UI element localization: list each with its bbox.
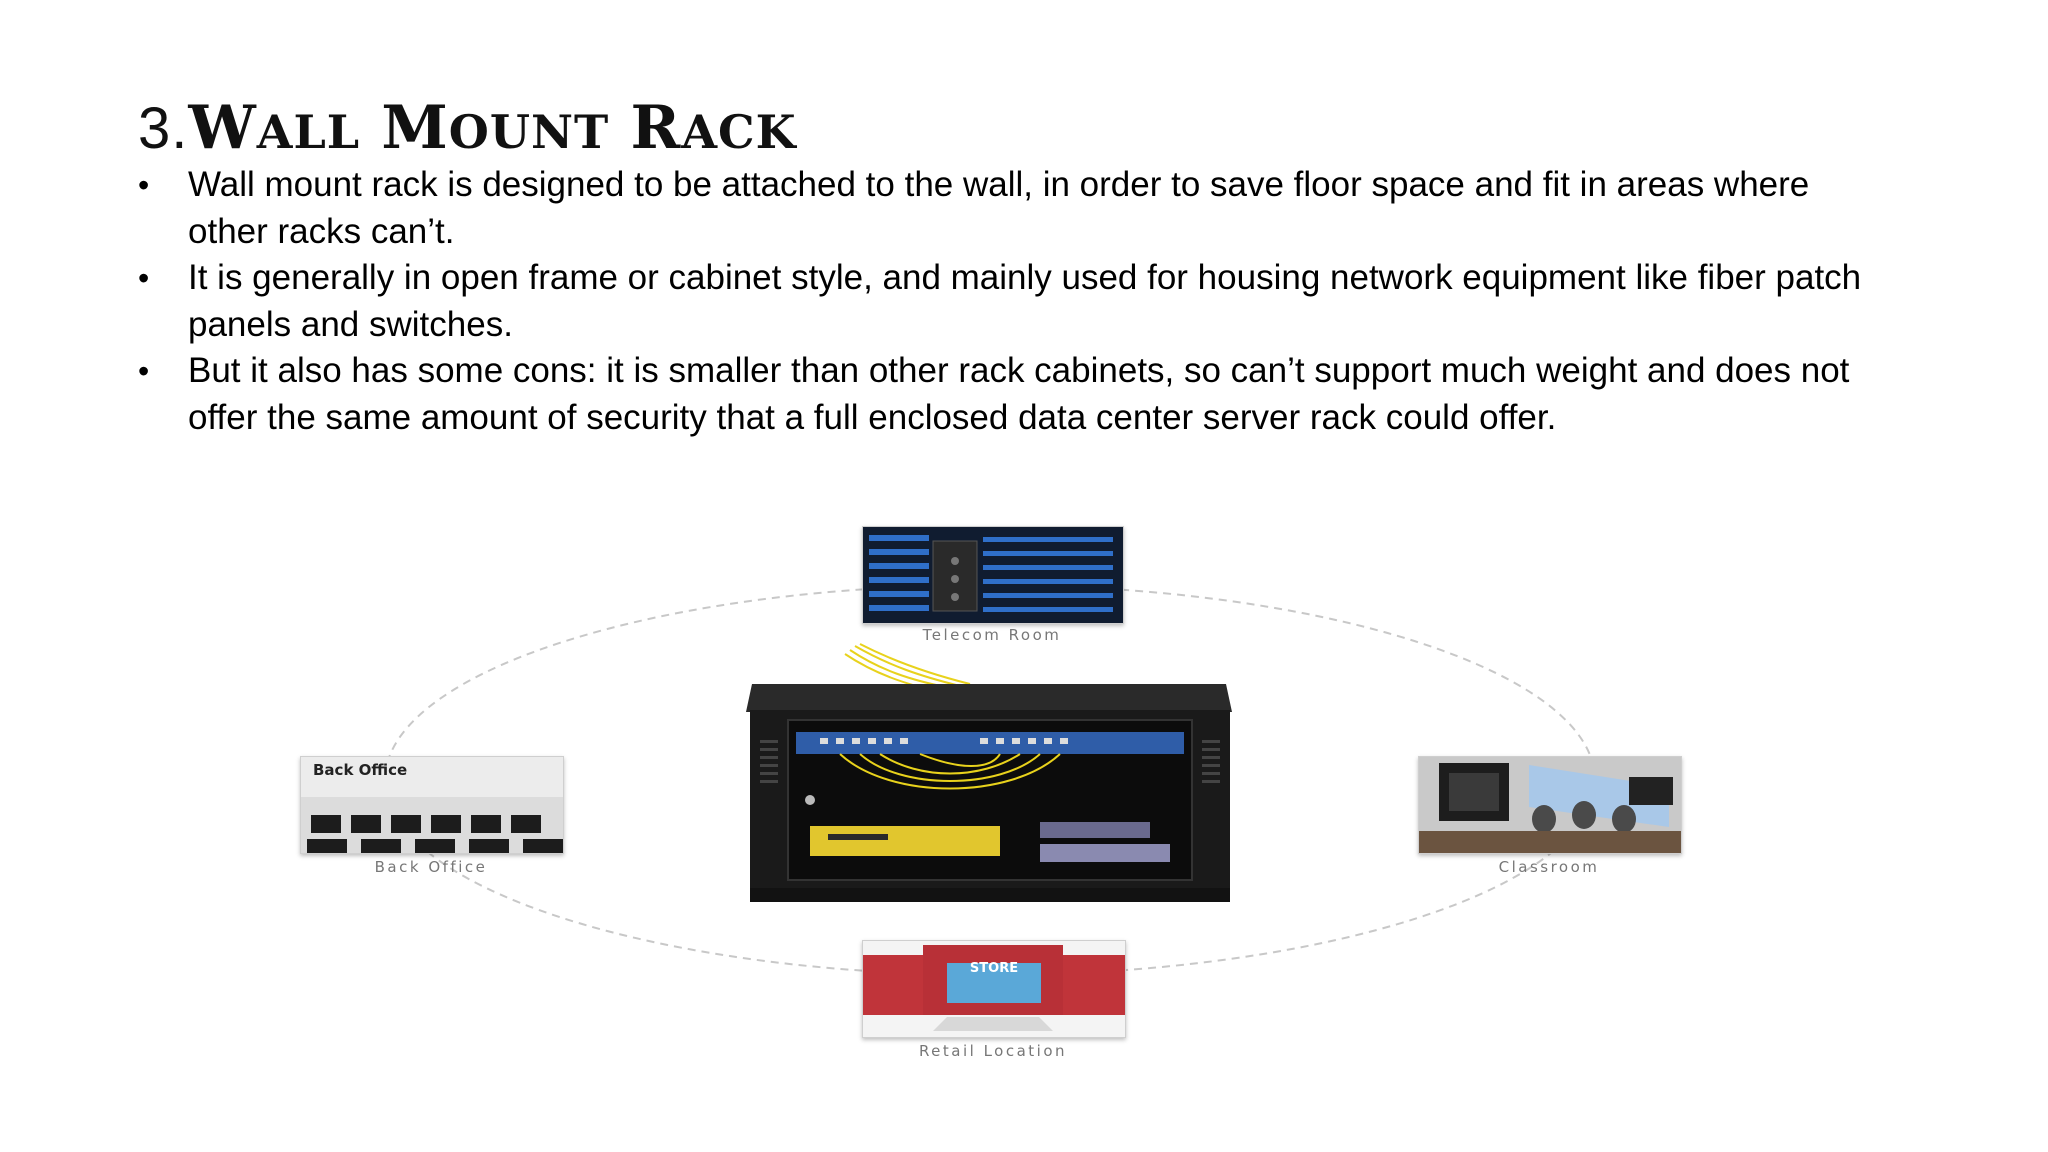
retail-location-photo: STORE bbox=[862, 940, 1126, 1038]
bullet-list: Wall mount rack is designed to be attach… bbox=[138, 162, 1898, 441]
wall-mount-rack-image bbox=[746, 643, 1232, 902]
title-word-rest: ALL bbox=[256, 105, 361, 159]
title-number: 3. bbox=[138, 96, 189, 161]
bullet-item: It is generally in open frame or cabinet… bbox=[138, 255, 1898, 348]
store-sign: STORE bbox=[969, 961, 1019, 976]
slide-title: 3.WALL MOUNT RACK bbox=[138, 92, 797, 168]
caption-back-office: Back Office bbox=[374, 858, 488, 876]
back-office-photo-label: Back Office bbox=[313, 761, 408, 779]
bullet-item: But it also has some cons: it is smaller… bbox=[138, 348, 1898, 441]
server-rack-image bbox=[863, 527, 1123, 623]
title-word-initial: W bbox=[188, 93, 257, 163]
title-word-initial: M bbox=[381, 93, 449, 163]
store-image bbox=[863, 941, 1125, 1037]
title-word-initial: R bbox=[630, 93, 682, 163]
office-image bbox=[301, 757, 563, 853]
title-word-rest: OUNT bbox=[448, 105, 610, 159]
caption-retail-location: Retail Location bbox=[918, 1042, 1068, 1060]
back-office-photo: Back Office bbox=[300, 756, 564, 854]
caption-telecom-room: Telecom Room bbox=[922, 626, 1062, 644]
telecom-room-photo bbox=[862, 526, 1124, 624]
title-word-rest: ACK bbox=[681, 105, 797, 159]
caption-classroom: Classroom bbox=[1498, 858, 1600, 876]
classroom-photo bbox=[1418, 756, 1682, 854]
bullet-item: Wall mount rack is designed to be attach… bbox=[138, 162, 1898, 255]
classroom-image bbox=[1419, 757, 1681, 853]
